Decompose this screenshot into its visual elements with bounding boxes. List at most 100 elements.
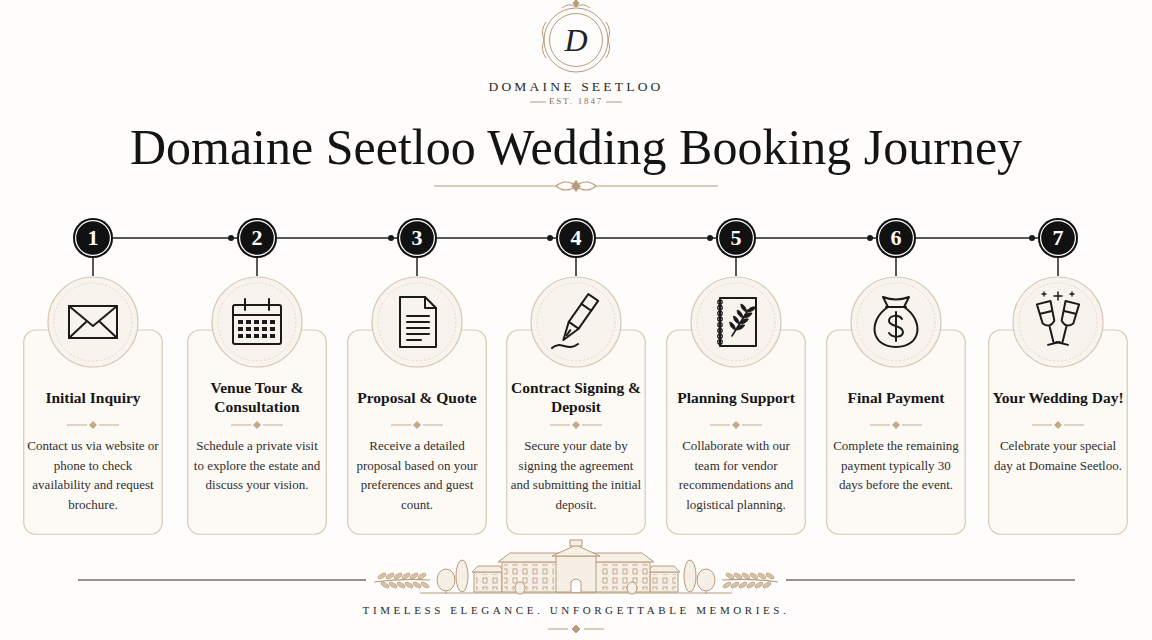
step-number-circle: 2 xyxy=(237,218,277,258)
icon-stroke xyxy=(720,298,756,346)
step-number: 6 xyxy=(891,227,902,249)
heading-ornament xyxy=(389,420,445,430)
icon-stroke xyxy=(407,333,429,335)
step-number-circle: 4 xyxy=(556,218,596,258)
icon-stroke xyxy=(581,304,591,311)
step-number-circle: 7 xyxy=(1038,218,1078,258)
icon-medallion xyxy=(212,277,302,367)
icon-glass xyxy=(1037,301,1061,345)
step-icon xyxy=(718,298,756,346)
step-connector xyxy=(895,258,897,276)
heading-ornament xyxy=(868,420,924,430)
laurel-leaf xyxy=(738,581,748,589)
estate-illustration xyxy=(420,540,732,594)
step-icon xyxy=(400,297,436,347)
icon-medallion xyxy=(48,277,138,367)
step-icon xyxy=(552,294,598,348)
icon-glass xyxy=(1055,301,1079,345)
icon-grid-cell xyxy=(254,334,259,338)
brand-name: DOMAINE SEETLOO xyxy=(0,79,1152,95)
heading-ornament xyxy=(1030,420,1086,430)
heading-ornament xyxy=(229,420,285,430)
icon-spiral xyxy=(718,317,722,321)
icon-medallion-ring xyxy=(218,283,296,361)
icon-stroke xyxy=(69,322,117,338)
step-description: Receive a detailed proposal based on you… xyxy=(351,436,483,514)
step-number-circle: 6 xyxy=(876,218,916,258)
laurel-leaf xyxy=(757,572,767,580)
laurel-leaf xyxy=(409,572,419,580)
icon-stroke xyxy=(400,297,436,347)
laurel-branch xyxy=(374,572,430,589)
icon-stroke xyxy=(1042,292,1074,296)
icon-stroke xyxy=(741,304,747,312)
icon-medallion-ring xyxy=(697,283,775,361)
icon-stroke xyxy=(407,315,429,317)
icon-grid-cell xyxy=(270,334,275,338)
icon-medallion xyxy=(372,277,462,367)
step-description: Collaborate with our team for vendor rec… xyxy=(670,436,802,514)
icon-medallion xyxy=(851,277,941,367)
icon-stroke xyxy=(747,307,756,312)
icon-grid-cell xyxy=(262,334,267,338)
icon-stroke xyxy=(245,299,269,310)
step-heading: Planning Support xyxy=(677,377,795,417)
icon-spiral xyxy=(718,340,722,344)
step-number: 1 xyxy=(88,227,99,249)
step-card: Proposal & QuoteReceive a detailed propo… xyxy=(347,276,487,535)
step-description: Celebrate your special day at Domaine Se… xyxy=(992,436,1124,475)
icon-grid-cell xyxy=(254,327,259,331)
icon-stroke xyxy=(407,321,429,323)
step-card: Venue Tour & ConsultationSchedule a priv… xyxy=(187,276,327,535)
icon-grid-cell xyxy=(238,320,243,324)
icon-stroke xyxy=(407,339,421,341)
icon-stroke xyxy=(736,325,745,330)
step-icon xyxy=(69,306,117,338)
step-connector xyxy=(596,237,716,239)
icon-grid-cell xyxy=(262,327,267,331)
laurel-leaf xyxy=(396,581,406,589)
icon-grid-cell xyxy=(238,327,243,331)
icon-stroke xyxy=(1060,301,1079,327)
icon-stroke xyxy=(233,305,281,344)
laurel-leaf xyxy=(417,572,427,580)
icon-medallion-ring xyxy=(54,283,132,361)
icon-spiral xyxy=(718,328,722,332)
laurel-leaf xyxy=(730,581,740,589)
icon-stroke xyxy=(425,297,436,308)
step-number-circle: 3 xyxy=(397,218,437,258)
laurel-leaf xyxy=(749,572,759,580)
laurel-stem xyxy=(722,579,778,582)
laurel-stem xyxy=(374,579,430,582)
laurel-leaf xyxy=(420,581,430,589)
step-connector xyxy=(437,237,556,239)
icon-stroke xyxy=(1064,311,1076,314)
laurel-leaf xyxy=(393,572,403,580)
icon-stroke xyxy=(739,319,748,324)
step-number: 5 xyxy=(731,227,742,249)
icon-stroke xyxy=(567,330,570,335)
icon-medallion xyxy=(691,277,781,367)
icon-medallion xyxy=(531,277,621,367)
laurel-leaf xyxy=(412,581,422,589)
step-description: Contact us via website or phone to check… xyxy=(27,436,159,514)
icon-stroke xyxy=(407,327,429,329)
laurel-leaf xyxy=(762,581,772,589)
icon-stroke xyxy=(1040,311,1052,314)
step-description: Secure your date by signing the agreemen… xyxy=(510,436,642,514)
step-icon xyxy=(1037,292,1079,345)
step-connector xyxy=(756,237,876,239)
icon-spiral xyxy=(718,323,722,327)
step-icon xyxy=(233,299,281,344)
heading-ornament xyxy=(65,420,121,430)
icon-stroke xyxy=(558,322,578,344)
icon-grid-cell xyxy=(270,320,275,324)
step-number: 3 xyxy=(412,227,423,249)
icon-grid-cell xyxy=(238,334,243,338)
step-connector xyxy=(416,258,418,276)
laurel-leaf xyxy=(388,581,398,589)
step-number-circle: 5 xyxy=(716,218,756,258)
laurel-leaf xyxy=(765,572,775,580)
step-connector xyxy=(735,258,737,276)
